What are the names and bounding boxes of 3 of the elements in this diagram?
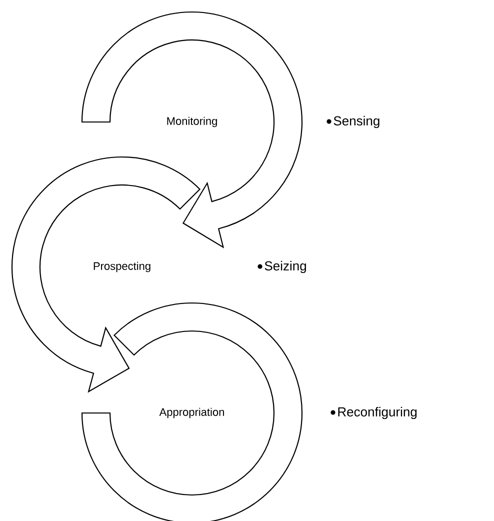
bullet-text: Seizing	[264, 260, 306, 274]
bullet-text: Reconfiguring	[338, 406, 417, 420]
bullet-text: Sensing	[334, 116, 380, 128]
